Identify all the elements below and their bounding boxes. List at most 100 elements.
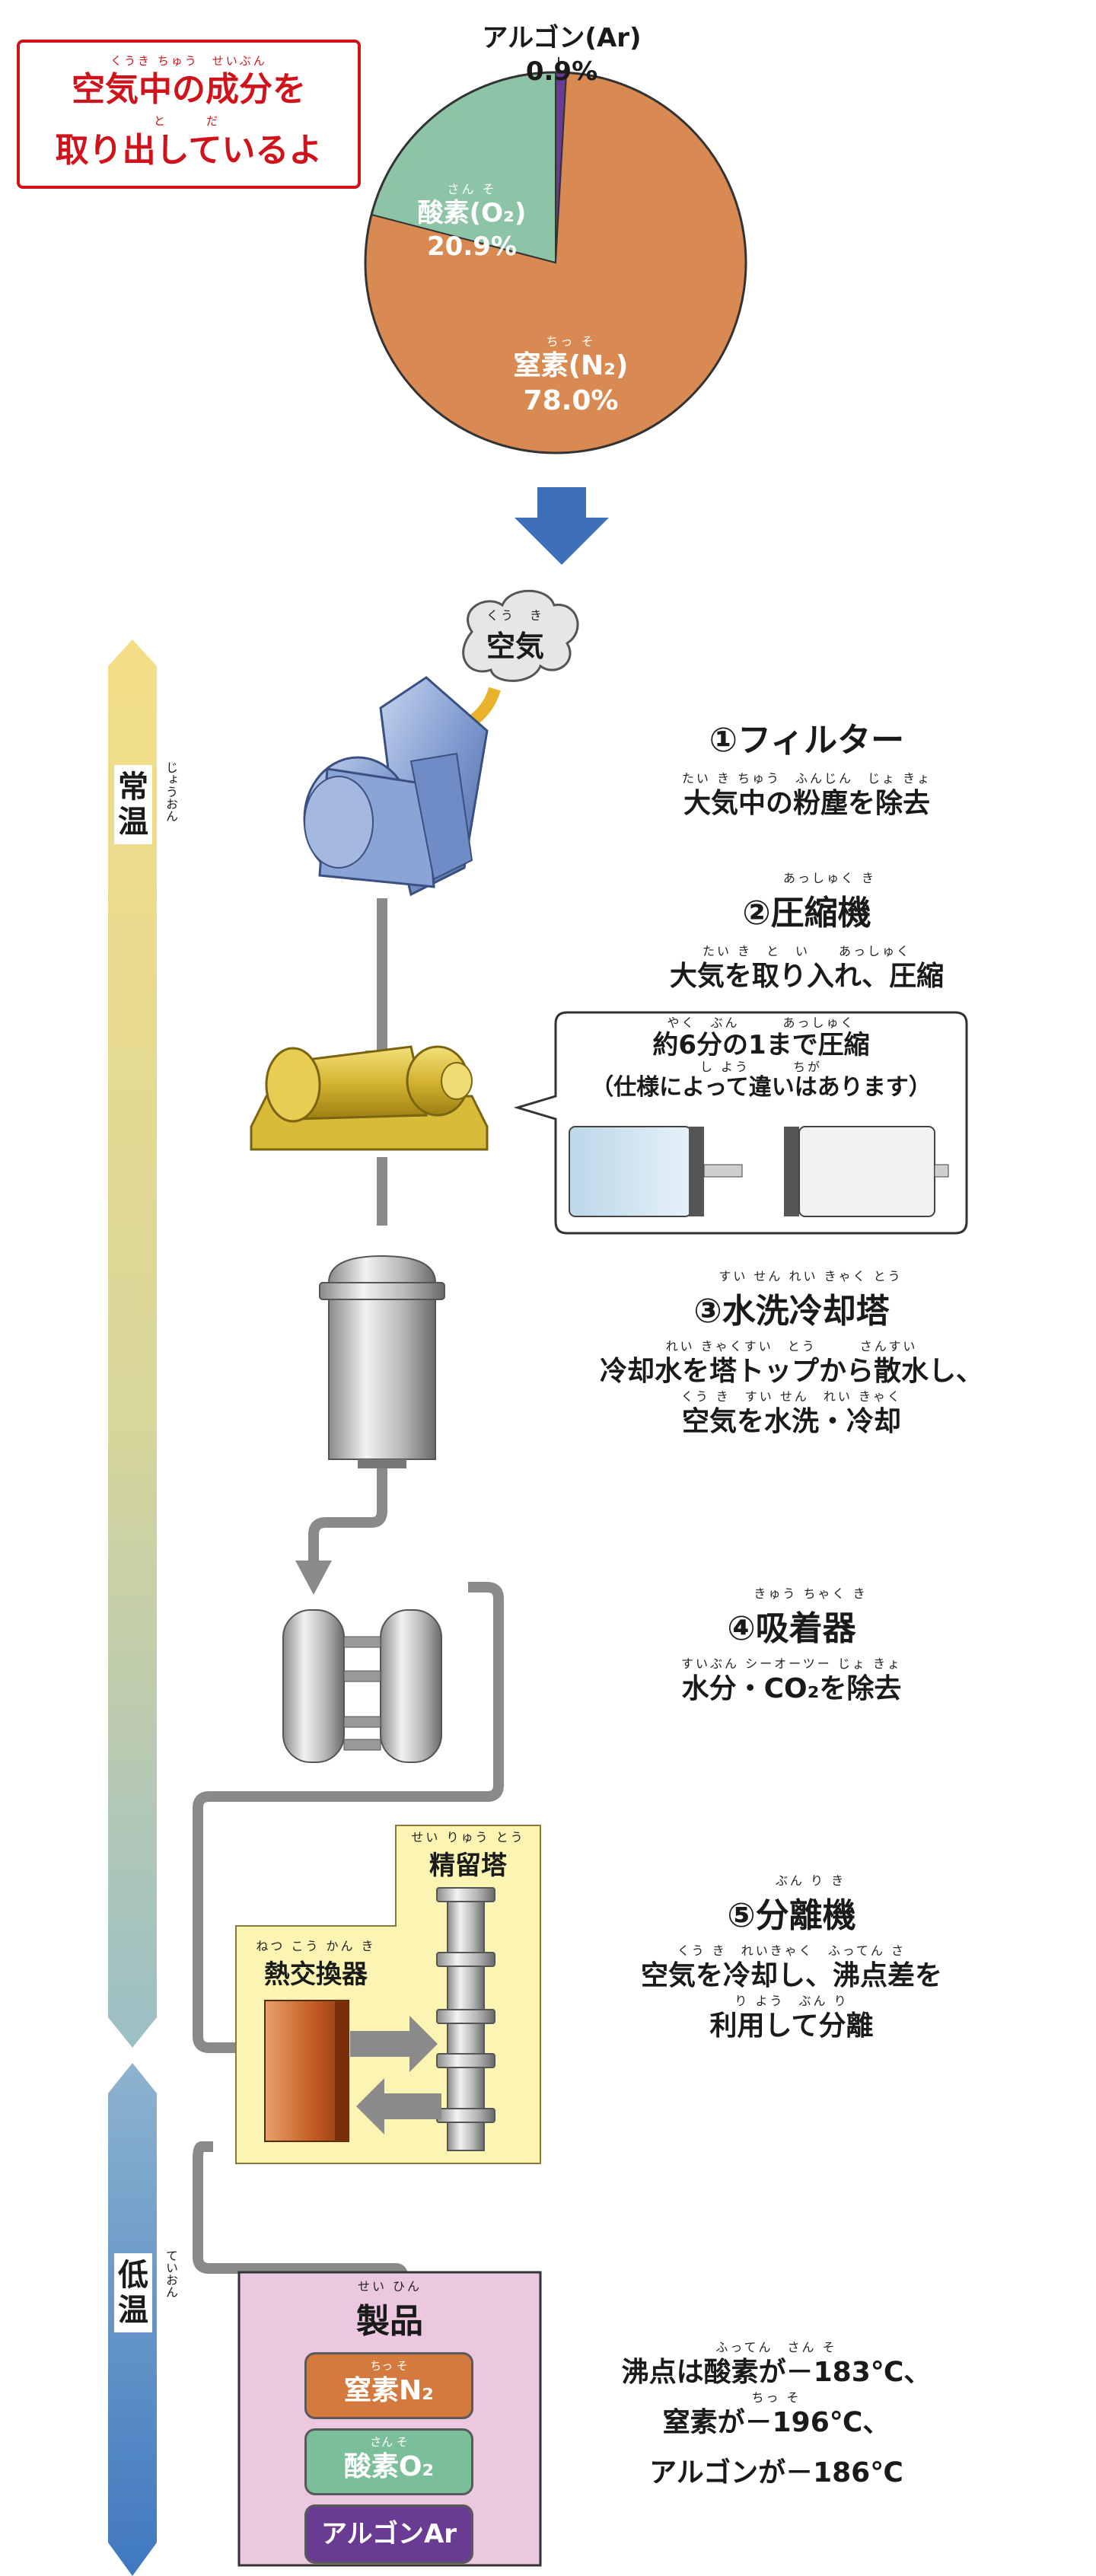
oxygen-percent: 20.9%	[427, 231, 517, 262]
step-desc: 大気中の粉塵を除去	[683, 788, 930, 819]
nitrogen-name: 窒素(N₂)	[513, 350, 629, 381]
step-name: 水洗冷却塔	[722, 1292, 890, 1331]
step-desc-ruby: くう き すい せん れい きゃく	[681, 1389, 902, 1404]
distillation-tower-icon	[436, 1887, 495, 2151]
step-desc-ruby: たい き と い あっしゅく	[702, 944, 912, 958]
compression-bubble	[513, 1011, 968, 1235]
step-desc: 利用して分離	[709, 2010, 874, 2042]
distillation-tower-label: せい りゅう とう 精留塔	[400, 1831, 537, 1882]
step-desc-ruby: くう き れいきゃく ふってん さ	[677, 1943, 906, 1958]
low-temp-char-1: 低	[118, 2258, 148, 2293]
step-name: 分離機	[755, 1896, 856, 1935]
step-title: ①フィルター	[594, 713, 1020, 761]
down-arrow-icon	[515, 487, 609, 565]
compression-ruby-2: し よう ちが	[699, 1060, 823, 1074]
step-title-ruby: あっしゅく き	[782, 871, 877, 885]
step-number: ①	[709, 721, 738, 760]
step-title: ④吸着器	[563, 1601, 1020, 1650]
heat-exchanger-label: ねつ こう かん き 熱交換器	[240, 1940, 392, 1991]
low-temp-label: 低 温	[114, 2253, 152, 2332]
exchanger-text: 熱交換器	[264, 1959, 368, 1990]
air-text: 空気	[486, 630, 544, 663]
nitrogen-pie-label: ちっ そ 窒素(N₂) 78.0%	[480, 335, 662, 419]
compression-line-2: （仕様によって違いはあります）	[591, 1074, 932, 1101]
oxygen-pie-label: さん そ 酸素(O₂) 20.9%	[396, 183, 548, 263]
step-desc-ruby: たい き ちゅう ふんじん じょ きょ	[681, 771, 932, 786]
step-number: ②	[742, 894, 771, 933]
info-callout: くうき ちゅう せいぶん 空気中の成分を と だ 取り出しているよ	[17, 40, 361, 189]
step-desc-ruby: すいぶん シーオーツー じょ きょ	[681, 1656, 902, 1671]
low-temp-ruby: ていおん	[164, 2249, 178, 2298]
argon-percent: 0.9%	[525, 56, 598, 87]
heat-exchanger-icon	[264, 2000, 349, 2142]
argon-pie-label: アルゴン(Ar) 0.9%	[448, 21, 676, 88]
air-ruby: くう き	[486, 608, 544, 623]
low-temp-char-2: 温	[118, 2293, 148, 2328]
step-water-tower: すい せん れい きゃく とう ③水洗冷却塔 れい きゃくすい とう さんすい …	[548, 1270, 1035, 1440]
product-oxygen: さん そ 酸素O₂	[304, 2428, 473, 2495]
normal-temp-char-2: 温	[118, 805, 148, 840]
normal-temp-label: 常 温	[114, 765, 152, 844]
argon-name: アルゴン(Ar)	[482, 23, 642, 53]
step-title-ruby: きゅう ちゃく き	[754, 1586, 868, 1601]
callout-ruby-2: と だ	[153, 114, 224, 128]
step-compressor: あっしゅく き ②圧縮機 たい き と い あっしゅく 大気を取り入れ、圧縮	[594, 872, 1020, 995]
step-name: 圧縮機	[770, 894, 871, 933]
step-desc: 空気を水洗・冷却	[681, 1406, 901, 1437]
step-filter: ①フィルター たい き ちゅう ふんじん じょ きょ 大気中の粉塵を除去	[594, 700, 1020, 822]
air-label: くう き 空気	[466, 609, 565, 665]
boiling-line: 沸点は酸素が－183℃、	[621, 2357, 932, 2388]
step-name: フィルター	[738, 721, 905, 760]
pie-outline	[364, 71, 747, 454]
step-number: ④	[727, 1609, 756, 1648]
callout-line-1: 空気中の成分を	[72, 70, 306, 109]
nitrogen-ruby: ちっ そ	[546, 334, 596, 349]
step-adsorber: きゅう ちゃく き ④吸着器 すいぶん シーオーツー じょ きょ 水分・CO₂を…	[563, 1587, 1020, 1707]
compressor-icon	[250, 1045, 489, 1151]
step-desc-ruby: れい きゃくすい とう さんすい	[665, 1339, 918, 1353]
step-title: ⑤分離機	[563, 1888, 1020, 1937]
step-desc: 空気を冷却し、沸点差を	[640, 1960, 942, 1991]
product-ruby: ちっ そ	[370, 2359, 408, 2373]
step-number: ⑤	[727, 1896, 756, 1935]
product-argon: アルゴンAr	[304, 2504, 473, 2564]
tower-ruby: せい りゅう とう	[411, 1830, 525, 1844]
tower-text: 精留塔	[429, 1851, 507, 1881]
boiling-line: 窒素が－196℃、	[662, 2407, 890, 2438]
product-label: 窒素N₂	[344, 2375, 434, 2406]
step-title: ②圧縮機	[594, 885, 1020, 934]
water-wash-tower-icon	[319, 1255, 445, 1468]
boiling-point-note: ふってん さん そ 沸点は酸素が－183℃、 ちっ そ 窒素が－196℃、 アル…	[563, 2341, 989, 2492]
oxygen-name: 酸素(O₂)	[417, 198, 527, 228]
product-ruby: さん そ	[370, 2435, 408, 2449]
step-number: ③	[693, 1292, 722, 1331]
normal-temp-ruby: じょうおん	[164, 761, 178, 822]
compression-line-1: 約6分の1まで圧縮	[652, 1030, 870, 1060]
products-title: せい ひん 製品	[239, 2280, 540, 2342]
normal-temp-char-1: 常	[118, 770, 148, 805]
compression-text: やく ぶん あっしゅく 約6分の1まで圧縮 し よう ちが （仕様によって違いは…	[559, 1016, 963, 1101]
filter-machine-icon	[303, 676, 489, 897]
nitrogen-percent: 78.0%	[523, 385, 619, 416]
exchanger-ruby: ねつ こう かん き	[256, 1939, 376, 1953]
step-title-ruby: ぶん り き	[775, 1873, 846, 1888]
step-desc: 大気を取り入れ、圧縮	[669, 961, 945, 992]
step-name: 吸着器	[755, 1609, 856, 1648]
boiling-line: アルゴンが－186℃	[649, 2457, 903, 2488]
product-nitrogen: ちっ そ 窒素N₂	[304, 2352, 473, 2419]
boiling-ruby: ちっ そ	[751, 2390, 801, 2405]
pipe-arrow-icon	[295, 1561, 332, 1595]
products-title-ruby: せい ひん	[357, 2279, 422, 2294]
boiling-ruby: ふってん さん そ	[715, 2340, 837, 2354]
step-title: ③水洗冷却塔	[548, 1283, 1035, 1332]
callout-line-2: 取り出しているよ	[55, 131, 323, 170]
left-arrow-icon	[356, 2078, 441, 2134]
oxygen-ruby: さん そ	[447, 182, 497, 196]
product-label: 酸素O₂	[343, 2451, 435, 2482]
adsorber-icon	[282, 1609, 442, 1763]
step-title-ruby: すい せん れい きゃく とう	[718, 1269, 903, 1283]
compression-ruby-1: やく ぶん あっしゅく	[667, 1015, 855, 1030]
callout-ruby-1: くうき ちゅう せいぶん	[110, 54, 267, 68]
step-desc: 水分・CO₂を除去	[681, 1673, 902, 1704]
pie-chart	[364, 57, 747, 454]
